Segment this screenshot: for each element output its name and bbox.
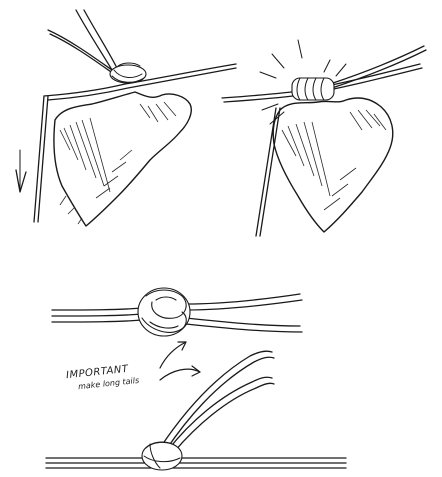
- rock-right: [273, 98, 393, 232]
- figure-eight-knot: [138, 288, 190, 336]
- rock-left: [54, 92, 191, 226]
- down-arrow-icon: [16, 170, 26, 192]
- knot-on-rope: [142, 442, 182, 470]
- panel-rope-around-rock-left: [16, 10, 236, 226]
- panel-figure-eight-knot: [52, 288, 302, 336]
- panel-rope-around-rock-right: [222, 40, 426, 236]
- knot-right: [292, 78, 334, 100]
- annotation-arrow-upper: [160, 342, 186, 368]
